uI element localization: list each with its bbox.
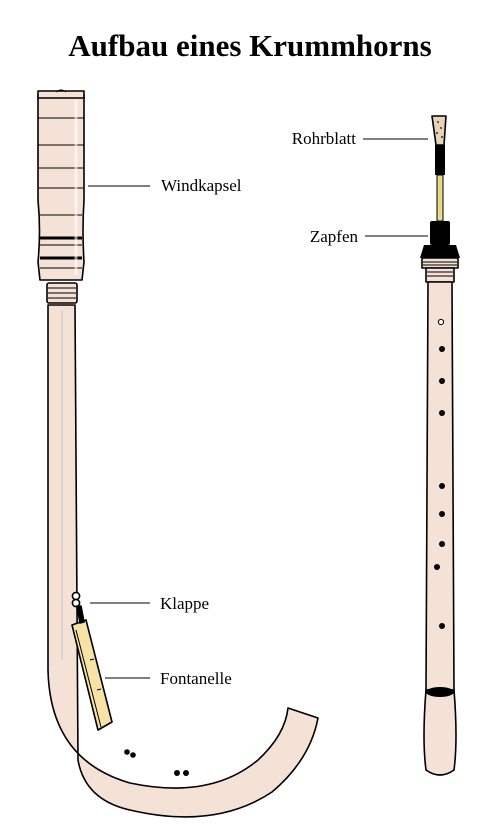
- rohrblatt-reed: [431, 115, 447, 146]
- diagram-title: Aufbau eines Krummhorns: [68, 28, 431, 63]
- finger-hole: [439, 511, 445, 517]
- finger-hole: [183, 770, 189, 776]
- label-klappe: Klappe: [160, 594, 209, 613]
- finger-hole: [434, 564, 440, 570]
- label-rohrblatt: Rohrblatt: [292, 129, 356, 148]
- bell-end: [423, 689, 457, 776]
- finger-hole: [439, 483, 445, 489]
- krummhorn-disassembled: [420, 115, 460, 776]
- krummhorn-curved-body: [47, 304, 319, 818]
- thumb-hole: [437, 318, 445, 326]
- fontanelle-edge: [75, 629, 102, 728]
- finger-hole: [439, 623, 445, 629]
- reed-binding: [435, 145, 445, 175]
- label-fontanelle: Fontanelle: [160, 669, 232, 688]
- finger-hole: [439, 541, 445, 547]
- windkapsel: [37, 89, 85, 281]
- bell-opening: [426, 687, 454, 697]
- finger-hole: [124, 749, 130, 755]
- finger-hole: [439, 410, 445, 416]
- fontanelle-slot: [89, 658, 95, 661]
- wind-cap-thread: [46, 282, 78, 304]
- finger-hole: [174, 770, 180, 776]
- zapfen-socket: [420, 221, 460, 283]
- krummhorn-assembled: [37, 89, 319, 818]
- finger-hole: [439, 346, 445, 352]
- fontanelle-slot: [96, 688, 102, 691]
- finger-hole: [439, 378, 445, 384]
- label-windkapsel: Windkapsel: [161, 176, 242, 195]
- label-zapfen: Zapfen: [310, 227, 359, 246]
- reed-staple: [436, 174, 444, 222]
- klappe-key: [71, 591, 85, 624]
- finger-hole: [130, 752, 136, 758]
